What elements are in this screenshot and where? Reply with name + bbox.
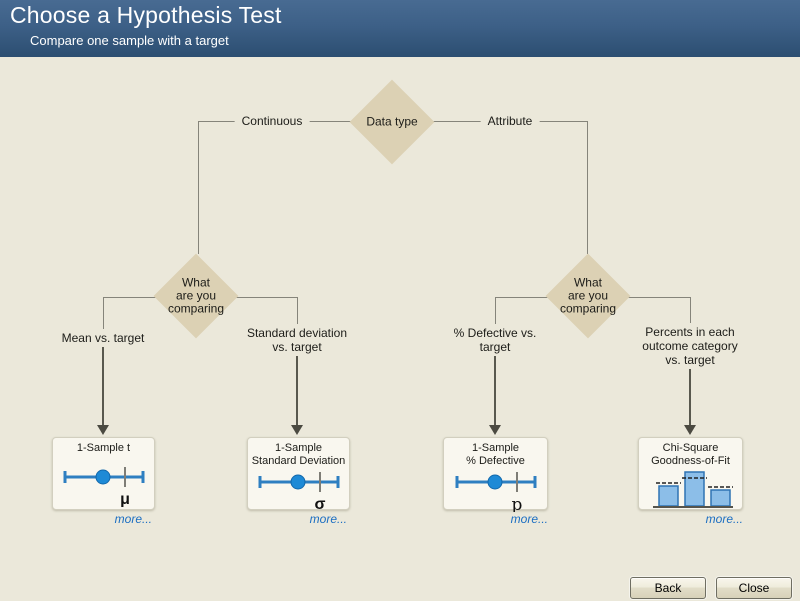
dotplot-proportion-icon: p [455, 472, 536, 512]
branch-label-continuous: Continuous [234, 112, 310, 130]
test-card-title: 1-Sample t [76, 442, 131, 454]
mu-symbol: μ [120, 491, 130, 507]
decision-label-right-comparing: What are you comparing [559, 275, 617, 316]
arrow-down-icon [97, 425, 109, 435]
dotplot-mean-icon: μ [63, 467, 144, 507]
branch-label-pct-defective-vs-target: % Defective vs. target [446, 324, 544, 356]
branch-label-mean-vs-target: Mean vs. target [54, 329, 152, 347]
branch-label-percents-vs-target: Percents in each outcome category vs. ta… [635, 323, 745, 369]
page-title: Choose a Hypothesis Test [10, 2, 282, 28]
sigma-symbol: σ [314, 496, 325, 512]
test-card-title: Chi-Square Goodness-of-Fit [651, 442, 730, 467]
connector-attribute-vertical [587, 121, 588, 254]
decision-label-data-type: Data type [366, 114, 418, 129]
bar-chart-icon [652, 471, 733, 508]
dialog-header: Choose a Hypothesis Test Compare one sam… [0, 0, 800, 57]
test-card-1-sample-t[interactable]: 1-Sample t μ [52, 437, 155, 510]
arrow-stem-stdev [296, 340, 298, 426]
arrow-down-icon [684, 425, 696, 435]
arrow-stem-percents [689, 340, 691, 426]
arrow-down-icon [291, 425, 303, 435]
arrow-stem-mean [102, 340, 104, 426]
arrow-down-icon [489, 425, 501, 435]
test-card-title: 1-Sample Standard Deviation [251, 442, 346, 467]
connector-pct-defective-vertical [495, 297, 496, 342]
more-link-chi-square-gof[interactable]: more... [705, 512, 743, 526]
p-symbol: p [511, 495, 522, 512]
close-button[interactable]: Close [716, 577, 792, 599]
test-card-1-sample-pct-defective[interactable]: 1-Sample % Defective p [443, 437, 548, 512]
connector-mean-vertical [103, 297, 104, 342]
test-card-chi-square-gof[interactable]: Chi-Square Goodness-of-Fit [638, 437, 743, 510]
connector-continuous-vertical [198, 121, 199, 254]
more-link-1-sample-t[interactable]: more... [114, 512, 152, 526]
back-button[interactable]: Back [630, 577, 706, 599]
more-link-1-sample-pct-defective[interactable]: more... [510, 512, 548, 526]
more-link-1-sample-stdev[interactable]: more... [309, 512, 347, 526]
page-subtitle: Compare one sample with a target [30, 33, 229, 48]
connector-stdev-vertical [297, 297, 298, 342]
test-card-1-sample-stdev[interactable]: 1-Sample Standard Deviation σ [247, 437, 350, 512]
arrow-stem-pct-defective [494, 340, 496, 426]
test-card-title: 1-Sample % Defective [466, 442, 525, 467]
connector-percents-vertical [690, 297, 691, 342]
branch-label-attribute: Attribute [480, 112, 540, 130]
decision-label-left-comparing: What are you comparing [167, 275, 225, 316]
branch-label-stdev-vs-target: Standard deviation vs. target [239, 324, 355, 356]
dotplot-stdev-icon: σ [258, 472, 339, 512]
